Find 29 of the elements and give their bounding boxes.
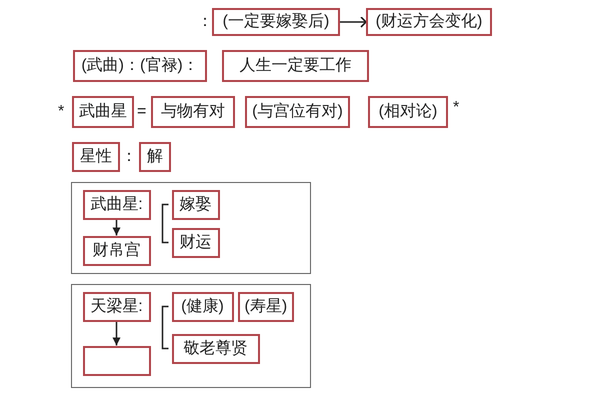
asterisk-mark: * [58,104,64,120]
term-box: 财运 [172,228,220,258]
term-box: 星性 [72,142,120,172]
term-box: 财帛宫 [82,236,150,266]
term-box: (相对论) [368,96,448,128]
term-box: 嫁娶 [172,190,220,220]
arrow [112,322,120,346]
term-box: 武曲星 [72,96,134,128]
term-box: 人生一定要工作 [222,50,369,82]
colon-mark: ： [121,149,137,165]
term-box: (与宫位有对) [245,96,350,128]
arrow [112,220,120,236]
empty-box [82,346,150,376]
term-box: 天梁星: [82,292,150,322]
equals-sign: = [137,104,146,120]
term-box: 与物有对 [151,96,235,128]
term-box: (一定要嫁娶后) [212,8,340,36]
group-frame [71,284,311,388]
arrow [340,16,367,28]
term-box: 敬老尊贤 [172,334,260,364]
asterisk-mark: * [453,100,460,116]
term-box: (武曲)：(官禄)： [73,50,207,82]
term-box: 解 [139,142,171,172]
term-box: (寿星) [238,292,294,322]
colon-mark: ： [197,14,213,30]
term-box: (健康) [172,292,234,322]
term-box: 武曲星: [82,190,150,220]
group-frame [71,182,311,274]
term-box: (财运方会变化) [366,8,492,36]
